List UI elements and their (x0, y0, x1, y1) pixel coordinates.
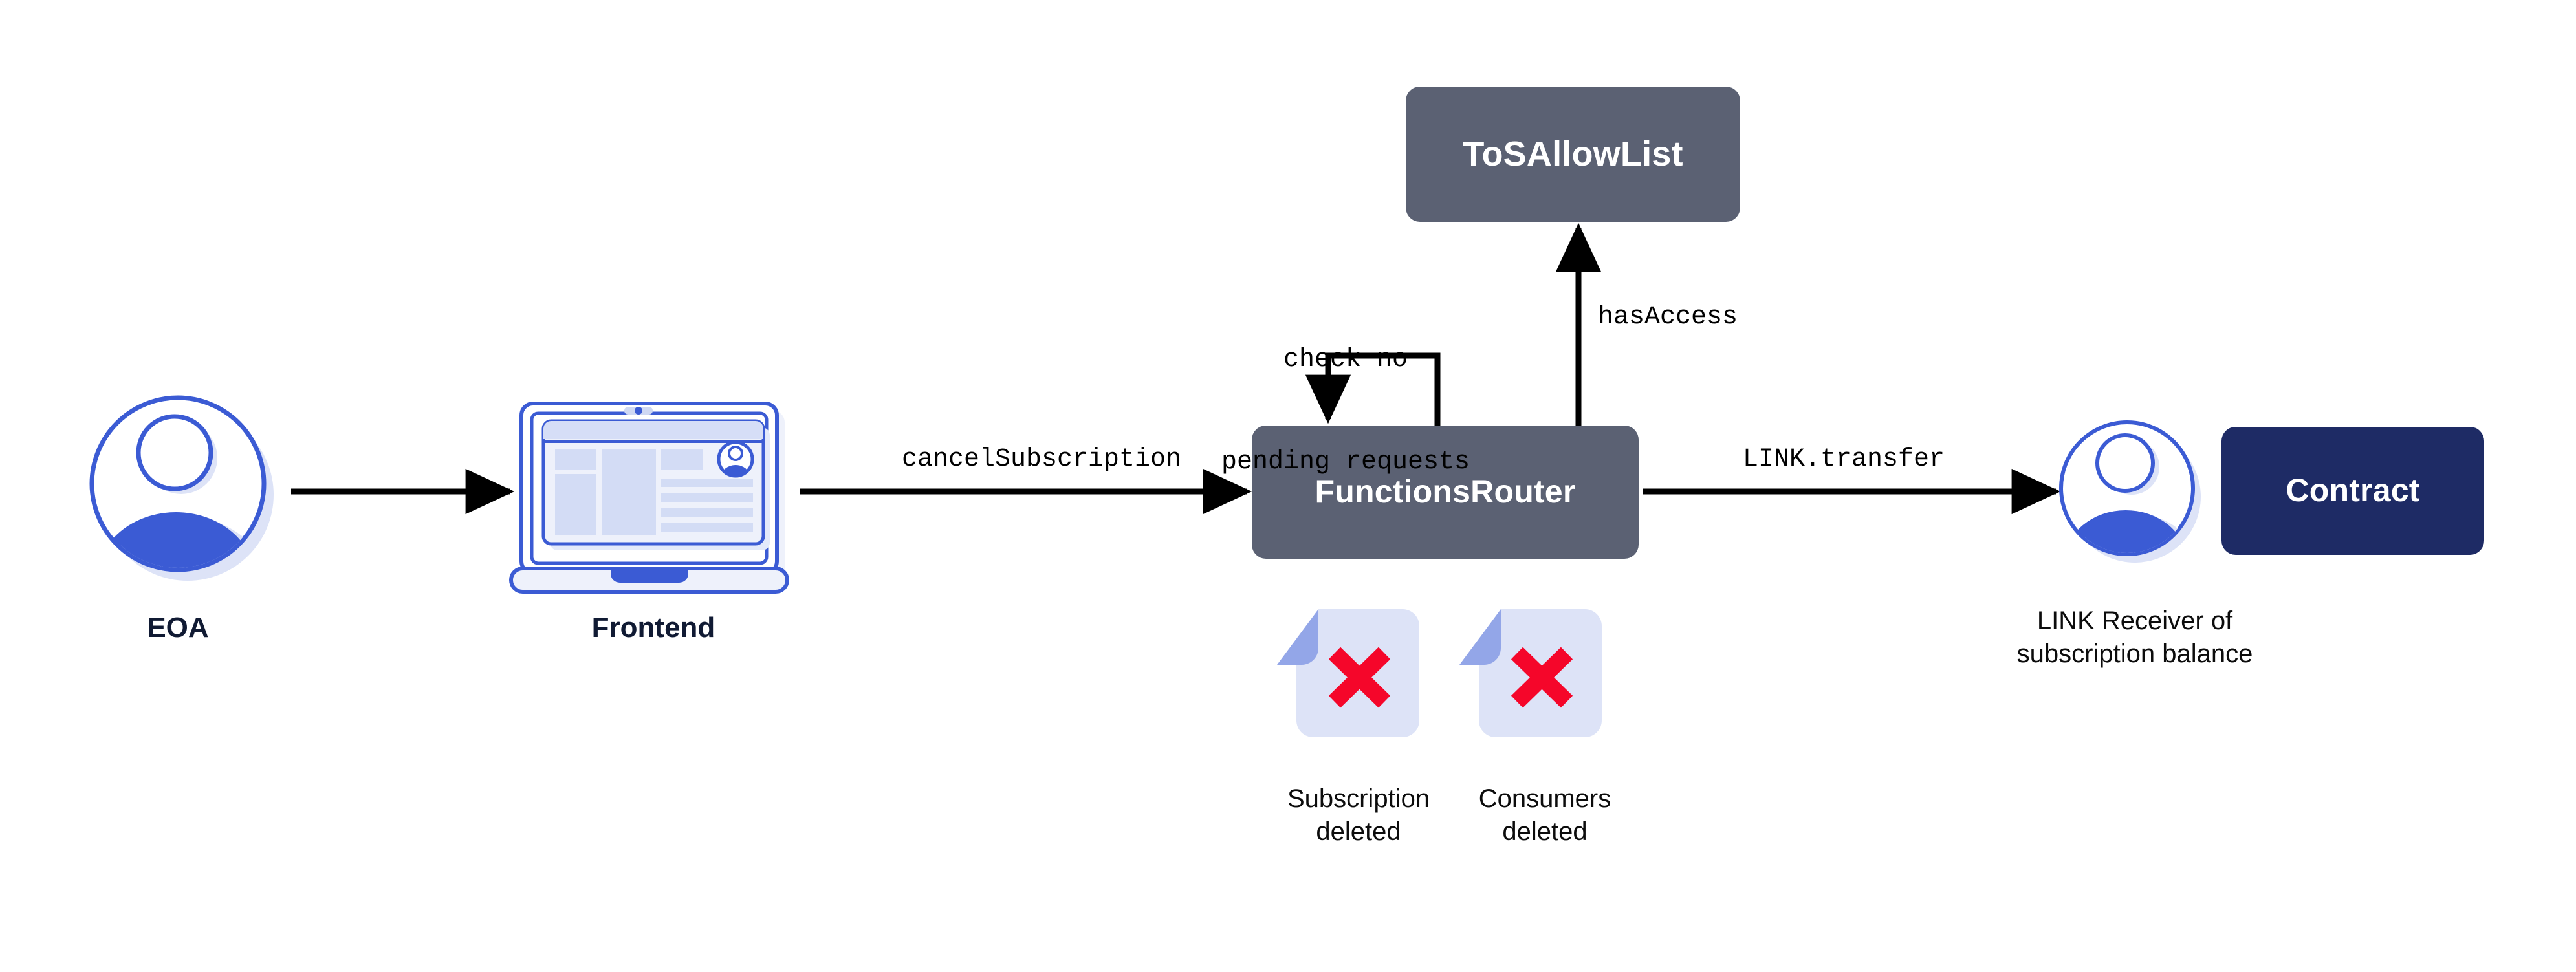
edge-label-check-no-pending-requests: check no pending requests (1216, 275, 1475, 548)
artifact-consumers-deleted-label: Consumers deleted (1451, 783, 1639, 848)
edge-label-cancel-subscription: cancelSubscription (901, 445, 1182, 474)
node-tos-allow-list[interactable]: ToSAllowList (1406, 87, 1740, 222)
edge-label-check-line2: pending requests (1221, 447, 1470, 477)
artifact-consumers-deleted-line1: Consumers (1478, 784, 1611, 813)
edge-label-has-access: hasAccess (1598, 303, 1738, 332)
node-functions-router[interactable]: FunctionsRouter (1252, 426, 1639, 559)
node-contract[interactable]: Contract (2221, 427, 2484, 555)
node-functions-router-label: FunctionsRouter (1315, 473, 1576, 510)
frontend-label: Frontend (591, 612, 715, 643)
link-receiver-label-line2: subscription balance (2016, 640, 2253, 669)
subscription-deleted-file-icon (1277, 609, 1419, 737)
artifact-subscription-deleted-line2: deleted (1316, 817, 1401, 847)
artifact-consumers-deleted-line2: deleted (1502, 817, 1588, 847)
link-receiver-avatar-icon (2059, 420, 2201, 563)
link-receiver-label: LINK Receiver of subscription balance (2005, 605, 2264, 671)
artifact-subscription-deleted-label: Subscription deleted (1265, 783, 1452, 848)
artifact-subscription-deleted-line1: Subscription (1287, 784, 1430, 813)
edge-label-check-line1: check no (1283, 345, 1408, 374)
eoa-avatar-icon (89, 395, 274, 581)
eoa-label: EOA (147, 612, 209, 643)
node-tos-allow-list-label: ToSAllowList (1463, 135, 1683, 174)
edge-label-link-transfer: LINK.transfer (1742, 445, 1945, 474)
node-contract-label: Contract (2286, 472, 2420, 509)
consumers-deleted-file-icon (1459, 609, 1602, 737)
link-receiver-label-line1: LINK Receiver of (2036, 607, 2233, 635)
edge-router-self-loop (1305, 352, 1441, 427)
frontend-laptop-icon (509, 402, 789, 594)
